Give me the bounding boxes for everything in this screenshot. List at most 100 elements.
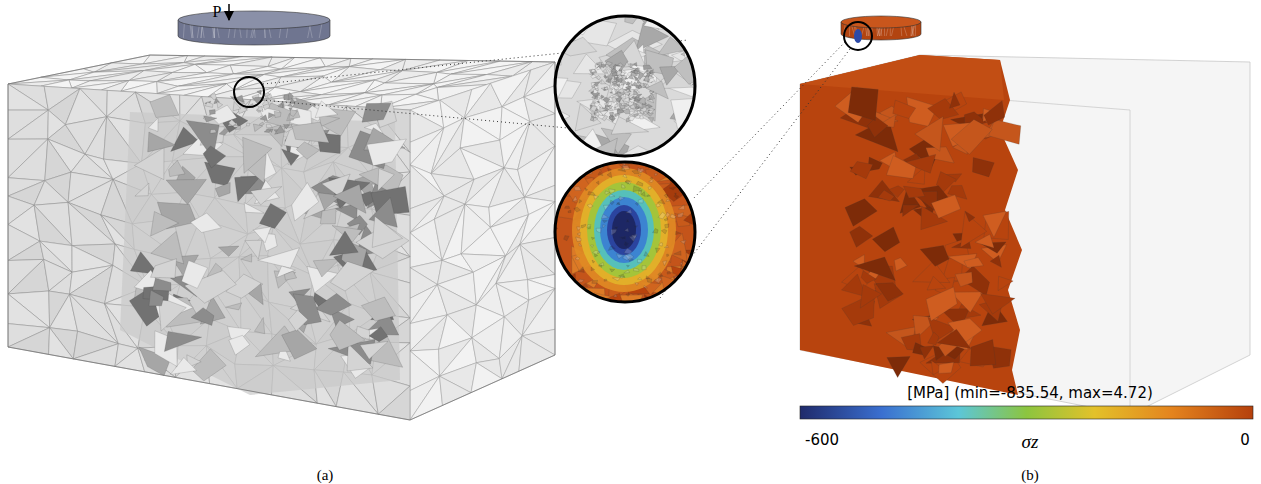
inset-fine-facet xyxy=(622,184,625,188)
stress-contour xyxy=(594,190,654,270)
inset-facet xyxy=(685,120,718,146)
inset-fine-facet xyxy=(592,260,595,263)
fine-facet xyxy=(284,95,289,100)
fine-facet xyxy=(266,124,272,127)
mesh-facet xyxy=(8,241,44,260)
inset-fine-facet xyxy=(572,196,577,201)
stress-contour xyxy=(612,211,636,249)
inset-fine-facet xyxy=(601,87,608,90)
inset-fine-facet xyxy=(666,199,671,201)
inset-fine-facet xyxy=(675,171,680,176)
inset-fine-facet xyxy=(597,251,599,253)
inset-fine-facet xyxy=(591,245,594,247)
inset-fine-facet xyxy=(640,115,644,119)
mesh-facet xyxy=(472,338,499,363)
inset-fine-facet xyxy=(600,111,608,115)
cut-facet xyxy=(169,160,185,176)
inset-fine-facet xyxy=(637,259,642,262)
inset-fine-facet xyxy=(614,295,617,297)
inset-fine-facet xyxy=(591,69,597,72)
stress-facet xyxy=(926,287,957,321)
inset-fine-facet xyxy=(596,181,599,185)
inset-fine-facet xyxy=(608,246,615,250)
inset-fine-facet xyxy=(664,194,668,198)
inset-fine-facet xyxy=(564,236,569,241)
inset-fine-facet xyxy=(623,174,627,178)
inset-facet xyxy=(682,281,704,301)
fine-facet xyxy=(260,115,268,121)
inset-fine-facet xyxy=(625,228,629,231)
inset-facet xyxy=(611,117,648,135)
fine-facet xyxy=(265,93,270,97)
cut-facet xyxy=(259,203,286,228)
inset-fine-facet xyxy=(614,227,617,229)
cut-facet xyxy=(330,231,359,255)
cut-facet xyxy=(296,142,319,159)
inset-fine-facet xyxy=(659,243,663,246)
inset-fine-facet xyxy=(658,212,665,219)
panel-label: (b) xyxy=(1021,467,1039,484)
mesh-box-a xyxy=(8,4,555,420)
inset-fine-facet xyxy=(638,175,641,177)
inset-fine-facet xyxy=(568,210,571,213)
stress-facet xyxy=(975,234,994,248)
inset-fine-facet xyxy=(664,246,668,248)
inset-facet xyxy=(625,5,642,24)
cut-facet xyxy=(367,139,407,166)
cut-facet xyxy=(215,182,230,197)
inset-fine-facet xyxy=(592,280,598,283)
inset-fine-facet xyxy=(576,237,581,242)
cut-facet xyxy=(315,101,338,118)
mesh-facet xyxy=(520,202,555,245)
mesh-facet xyxy=(522,289,555,336)
inset-fine-facet xyxy=(662,160,669,165)
inset-fine-facet xyxy=(635,283,639,286)
inset-fine-facet xyxy=(646,113,653,116)
inset-fine-facet xyxy=(564,166,569,170)
inset-fine-facet xyxy=(675,193,677,195)
inset-facet xyxy=(540,180,561,192)
load-arrow xyxy=(228,4,230,20)
inset-facet xyxy=(549,144,569,163)
inset-fine-facet xyxy=(655,278,663,283)
fine-facet xyxy=(293,98,297,101)
cut-facet xyxy=(153,278,171,291)
mesh-facet xyxy=(440,376,472,405)
colorbar-variable: σz xyxy=(1022,431,1039,453)
box-outline xyxy=(8,55,555,420)
inset-fine-facet xyxy=(633,102,637,105)
fine-facet xyxy=(290,109,297,116)
inset-facet xyxy=(684,206,721,232)
inset-fine-facet xyxy=(591,83,595,87)
inset-fine-facet xyxy=(620,105,625,109)
stress-facet xyxy=(964,258,984,268)
inset-fine-facet xyxy=(620,237,626,240)
puck-mesh-line xyxy=(915,24,916,36)
inset-fine-facet xyxy=(590,106,597,112)
mesh-facet xyxy=(380,59,405,70)
stress-facet xyxy=(872,227,899,252)
mesh-facet xyxy=(519,336,555,371)
inset-facet xyxy=(628,93,656,121)
stress-facet xyxy=(868,117,889,138)
inset-fine-facet xyxy=(618,168,626,172)
inset-fine-facet xyxy=(653,299,656,302)
inset-fine-facet xyxy=(589,69,597,73)
inset-fine-facet xyxy=(603,220,608,222)
cut-facet xyxy=(315,294,352,316)
stress-facet xyxy=(950,92,961,108)
inset-fine-facet xyxy=(631,84,635,86)
colorbar-title: [MPa] (min=-835.54, max=4.72) xyxy=(907,384,1153,402)
inset-fine-facet xyxy=(627,265,630,267)
inset-fine-facet xyxy=(646,71,649,73)
cut-facet xyxy=(372,216,402,247)
stress-facet xyxy=(990,255,1001,267)
stress-facet xyxy=(951,119,992,154)
cut-facet xyxy=(330,261,374,291)
mesh-facet xyxy=(434,204,465,260)
mesh-facet xyxy=(49,272,72,294)
inset-fine-facet xyxy=(611,229,617,235)
inset-fine-facet xyxy=(585,161,591,166)
inset-fine-facet xyxy=(643,112,647,115)
